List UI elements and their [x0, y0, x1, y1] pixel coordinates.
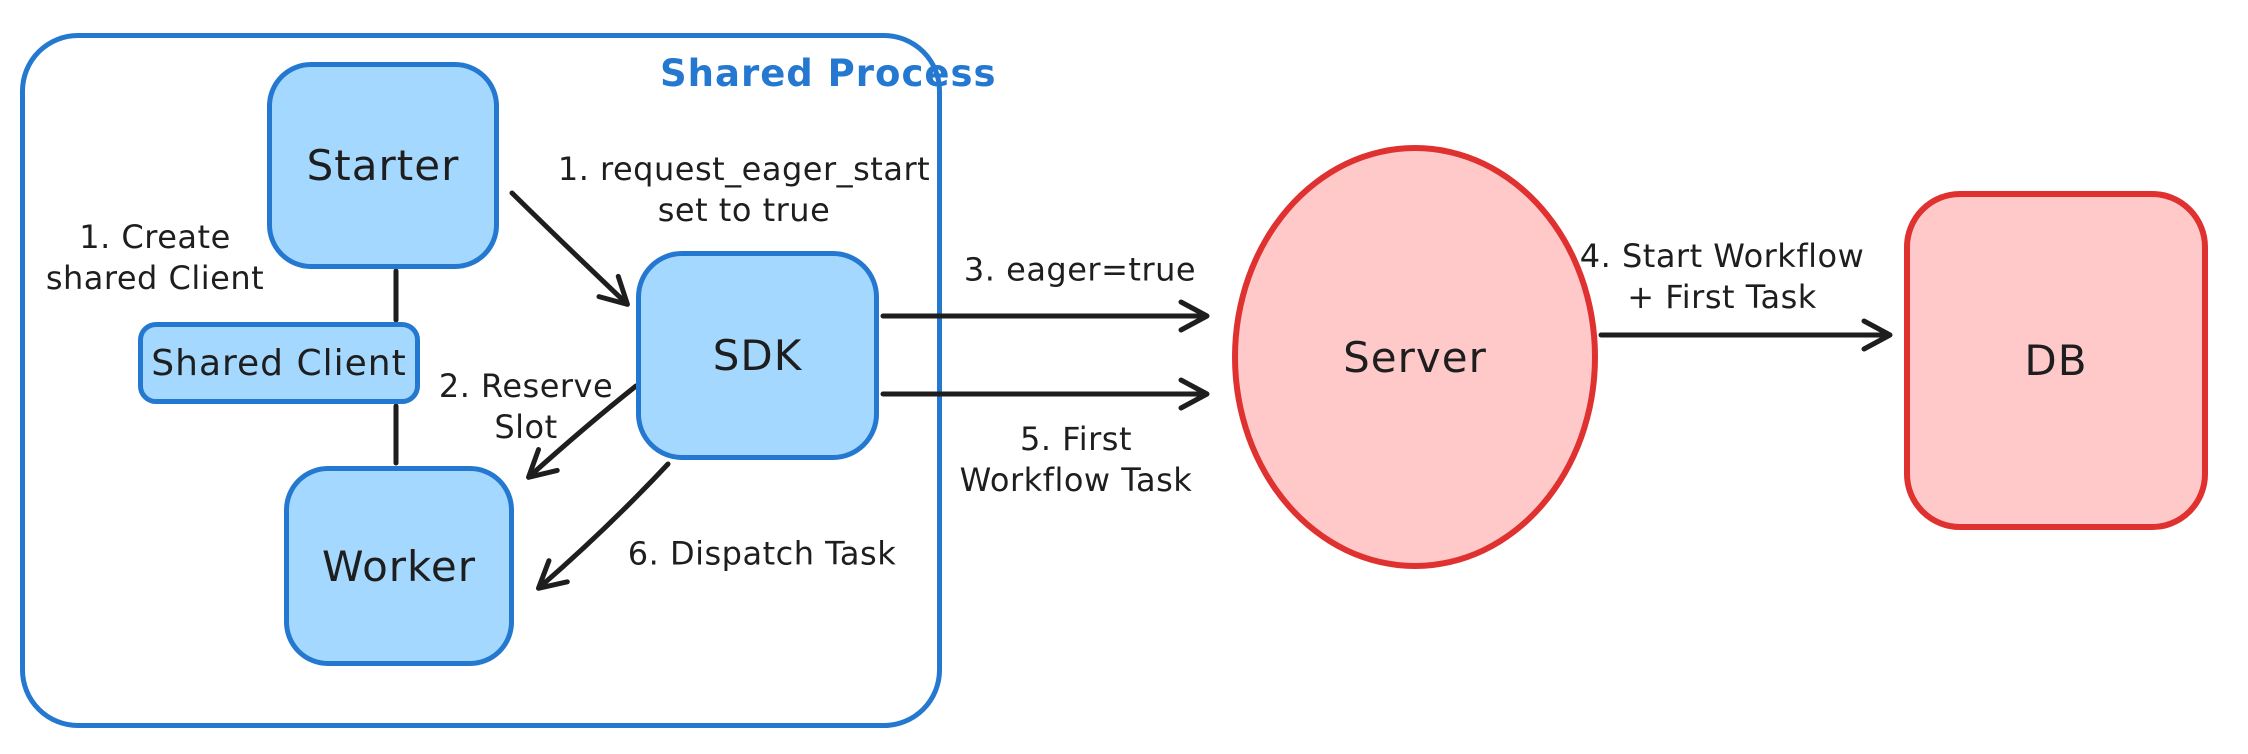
label-request-eager-start: 1. request_eager_start set to true: [557, 150, 931, 229]
node-db: DB: [1904, 191, 2208, 530]
node-starter: Starter: [267, 62, 499, 269]
label-create-shared-client: 1. Create shared Client: [45, 218, 265, 297]
node-worker-label: Worker: [322, 541, 476, 591]
label-first-workflow-task: 5. First Workflow Task: [959, 420, 1193, 499]
node-sdk-label: SDK: [712, 331, 803, 380]
node-starter-label: Starter: [306, 141, 460, 190]
node-shared-client-label: Shared Client: [151, 342, 407, 384]
label-start-workflow-first-task: 4. Start Workflow + First Task: [1579, 237, 1865, 316]
label-reserve-slot: 2. Reserve Slot: [438, 367, 614, 446]
shared-process-container: [20, 33, 942, 728]
node-server-label: Server: [1343, 332, 1487, 382]
node-server: Server: [1232, 145, 1598, 569]
node-worker: Worker: [284, 466, 514, 666]
node-shared-client: Shared Client: [138, 322, 420, 404]
shared-process-title: Shared Process: [660, 52, 997, 95]
label-dispatch-task: 6. Dispatch Task: [627, 534, 897, 573]
label-eager-true: 3. eager=true: [963, 250, 1197, 289]
node-db-label: DB: [2024, 336, 2088, 385]
node-sdk: SDK: [636, 251, 879, 460]
